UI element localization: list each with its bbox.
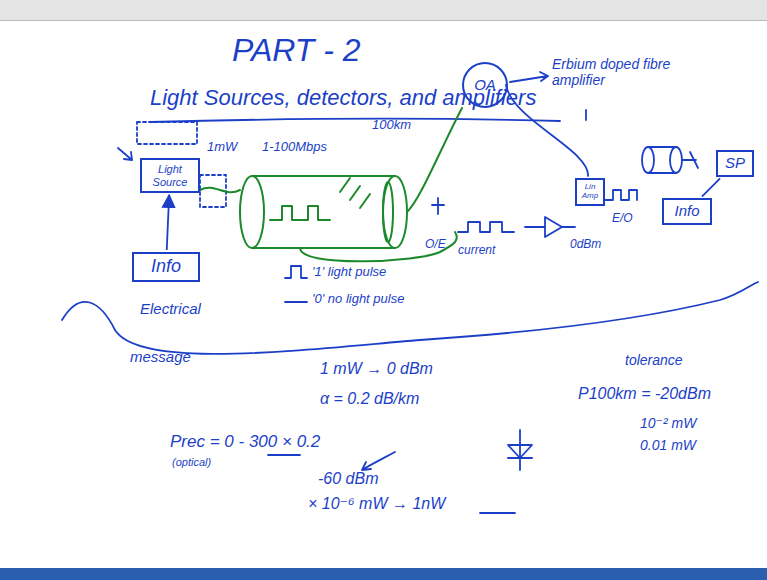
toolbar bbox=[0, 0, 767, 21]
equation: Prec = 0 - 300 × 0.2 bbox=[170, 432, 320, 452]
equation: 0.01 mW bbox=[640, 437, 696, 453]
equation: 1 mW → 0 dBm bbox=[320, 360, 433, 378]
power-label: 1mW bbox=[207, 140, 237, 155]
connector bbox=[167, 195, 169, 250]
info-box: Info bbox=[662, 198, 712, 225]
node-text: Info bbox=[674, 203, 699, 220]
power-label: 0dBm bbox=[570, 238, 601, 252]
node-text: Lin Amp bbox=[580, 183, 600, 201]
node-text: Light Source bbox=[145, 163, 195, 187]
callout-label: Erbium doped fibre amplifier bbox=[552, 56, 722, 88]
equation: 10⁻² mW bbox=[640, 415, 696, 431]
taskbar bbox=[0, 568, 767, 580]
equation: α = 0.2 dB/km bbox=[320, 390, 419, 408]
connector bbox=[702, 178, 720, 196]
equation: × 10⁻⁶ mW → 1nW bbox=[308, 495, 445, 513]
conversion-label: E/O bbox=[612, 212, 633, 226]
note-label: tolerance bbox=[625, 352, 683, 368]
pulse-note: '1' light pulse bbox=[312, 265, 386, 280]
signal-label: current bbox=[458, 244, 495, 258]
equation: P100km = -20dBm bbox=[578, 385, 711, 403]
note-label: (optical) bbox=[172, 456, 211, 469]
slide-title: PART - 2 bbox=[232, 32, 361, 69]
signal-processor-box: SP bbox=[716, 150, 754, 177]
bitrate-label: 1-100Mbps bbox=[262, 140, 327, 155]
node-text: Info bbox=[151, 257, 181, 277]
note-label: message bbox=[130, 348, 191, 365]
info-box: Info bbox=[132, 252, 200, 282]
subtitle: Light Sources, detectors, and amplifiers bbox=[150, 85, 536, 110]
limiting-amplifier-box: Lin Amp bbox=[575, 178, 605, 206]
note-label: Electrical bbox=[140, 300, 201, 317]
equation: -60 dBm bbox=[318, 470, 378, 488]
light-source-box: Light Source bbox=[140, 158, 200, 193]
conversion-label: O/E bbox=[425, 238, 446, 252]
node-text: SP bbox=[725, 155, 745, 172]
pulse-note: '0' no light pulse bbox=[312, 292, 404, 307]
distance-label: 100km bbox=[372, 118, 411, 133]
